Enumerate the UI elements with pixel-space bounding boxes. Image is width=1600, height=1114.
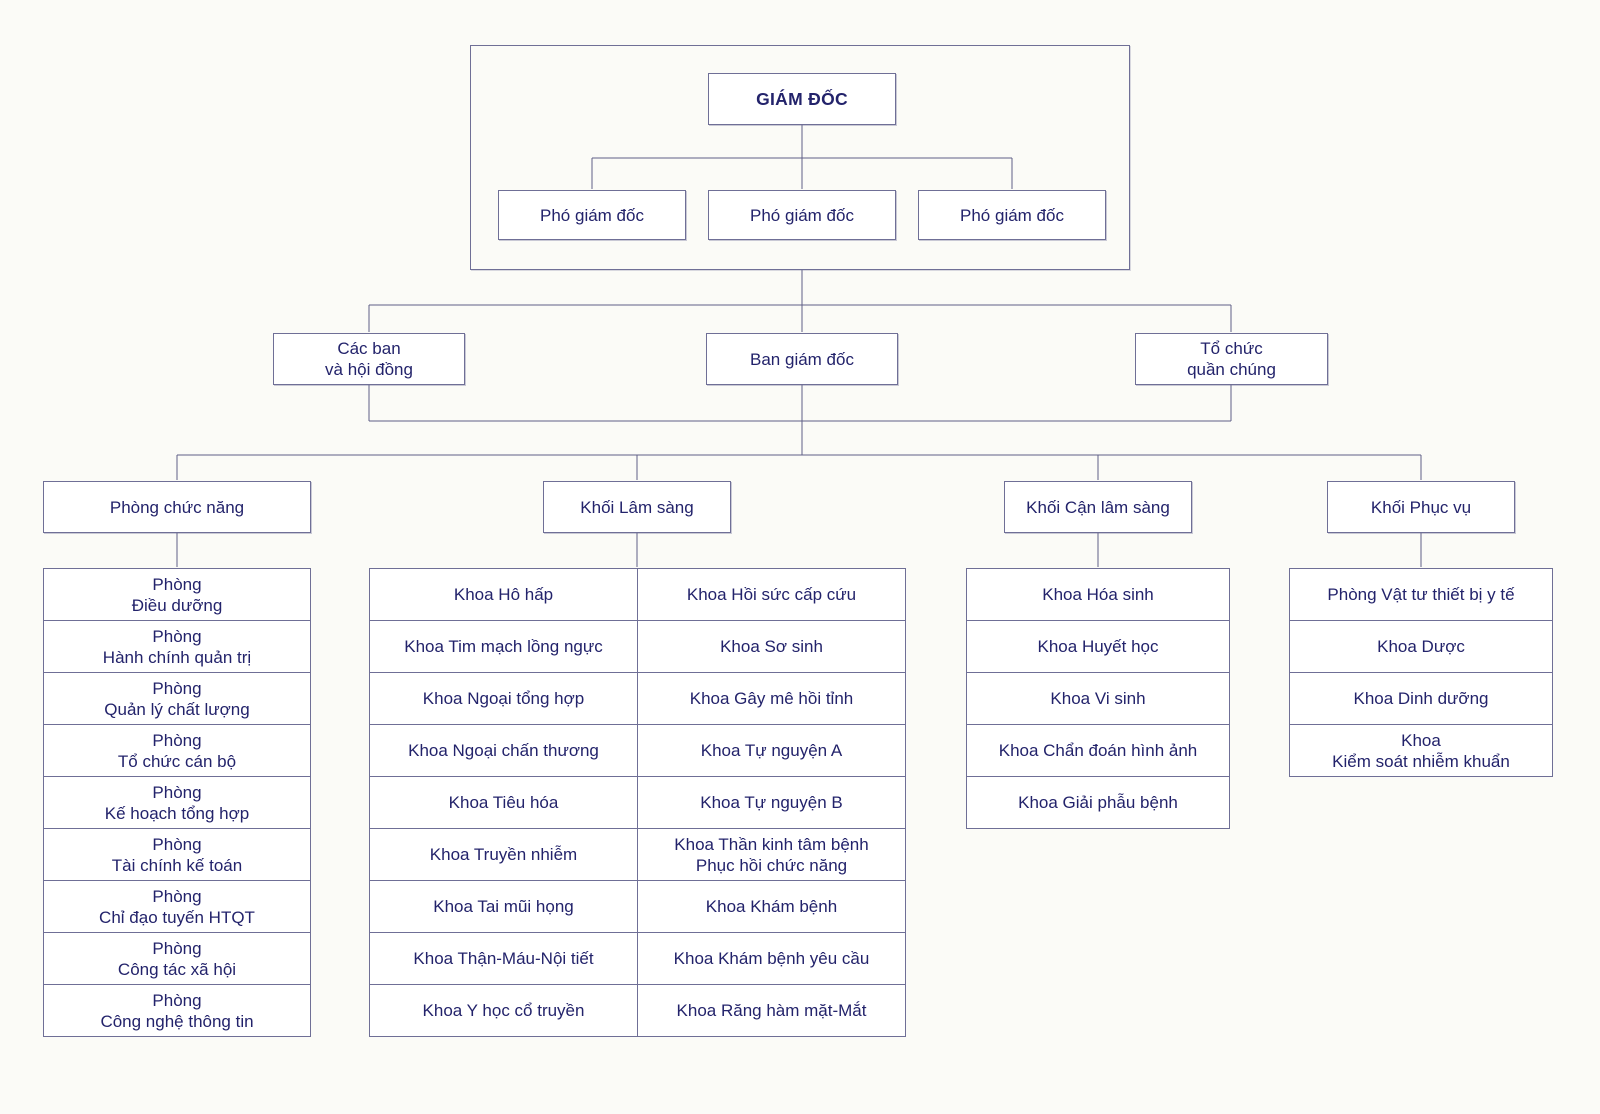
list-item: Phòng Tổ chức cán bộ bbox=[43, 724, 311, 777]
deputy-director-box-1: Phó giám đốc bbox=[498, 190, 686, 240]
clinical-list-right-column: Khoa Hồi sức cấp cứu Khoa Sơ sinh Khoa G… bbox=[637, 568, 906, 1037]
list-item: Khoa Tự nguyện A bbox=[637, 724, 906, 777]
list-item: Khoa Ngoại chấn thương bbox=[369, 724, 638, 777]
list-item: Khoa Sơ sinh bbox=[637, 620, 906, 673]
list-item: Khoa Hồi sức cấp cứu bbox=[637, 568, 906, 621]
director-box: GIÁM ĐỐC bbox=[708, 73, 896, 125]
list-item: Khoa Tai mũi họng bbox=[369, 880, 638, 933]
functional-offices-list: Phòng Điều dưỡng Phòng Hành chính quản t… bbox=[43, 568, 311, 1037]
list-item: Khoa Thần kinh tâm bệnh Phục hồi chức nă… bbox=[637, 828, 906, 881]
list-item: Khoa Ngoại tổng hợp bbox=[369, 672, 638, 725]
list-item: Khoa Vi sinh bbox=[966, 672, 1230, 725]
executive-group-frame bbox=[470, 45, 1130, 270]
paraclinical-list: Khoa Hóa sinh Khoa Huyết học Khoa Vi sin… bbox=[966, 568, 1230, 829]
list-item: Khoa Hô hấp bbox=[369, 568, 638, 621]
division-header-clinical: Khối Lâm sàng bbox=[543, 481, 731, 533]
mass-organizations-box: Tổ chức quần chúng bbox=[1135, 333, 1328, 385]
list-item: Phòng Vật tư thiết bị y tế bbox=[1289, 568, 1553, 621]
list-item: Khoa Chẩn đoán hình ảnh bbox=[966, 724, 1230, 777]
boards-councils-box: Các ban và hội đồng bbox=[273, 333, 465, 385]
list-item: Phòng Chỉ đạo tuyến HTQT bbox=[43, 880, 311, 933]
list-item: Khoa Kiểm soát nhiễm khuẩn bbox=[1289, 724, 1553, 777]
clinical-list-left-column: Khoa Hô hấp Khoa Tim mạch lồng ngực Khoa… bbox=[369, 568, 638, 1037]
division-header-services: Khối Phục vụ bbox=[1327, 481, 1515, 533]
list-item: Khoa Gây mê hồi tỉnh bbox=[637, 672, 906, 725]
list-item: Khoa Huyết học bbox=[966, 620, 1230, 673]
list-item: Khoa Dinh dưỡng bbox=[1289, 672, 1553, 725]
services-list: Phòng Vật tư thiết bị y tế Khoa Dược Kho… bbox=[1289, 568, 1553, 777]
board-of-directors-box: Ban giám đốc bbox=[706, 333, 898, 385]
list-item: Khoa Thận-Máu-Nội tiết bbox=[369, 932, 638, 985]
list-item: Phòng Công tác xã hội bbox=[43, 932, 311, 985]
list-item: Khoa Khám bệnh yêu cầu bbox=[637, 932, 906, 985]
list-item: Phòng Hành chính quản trị bbox=[43, 620, 311, 673]
list-item: Khoa Dược bbox=[1289, 620, 1553, 673]
list-item: Phòng Kế hoạch tổng hợp bbox=[43, 776, 311, 829]
deputy-director-box-3: Phó giám đốc bbox=[918, 190, 1106, 240]
list-item: Khoa Khám bệnh bbox=[637, 880, 906, 933]
list-item: Khoa Tự nguyện B bbox=[637, 776, 906, 829]
list-item: Phòng Tài chính kế toán bbox=[43, 828, 311, 881]
list-item: Khoa Hóa sinh bbox=[966, 568, 1230, 621]
list-item: Khoa Răng hàm mặt-Mắt bbox=[637, 984, 906, 1037]
list-item: Khoa Truyền nhiễm bbox=[369, 828, 638, 881]
list-item: Khoa Tim mạch lồng ngực bbox=[369, 620, 638, 673]
list-item: Phòng Công nghệ thông tin bbox=[43, 984, 311, 1037]
list-item: Khoa Y học cổ truyền bbox=[369, 984, 638, 1037]
division-header-paraclinical: Khối Cận lâm sàng bbox=[1004, 481, 1192, 533]
list-item: Phòng Điều dưỡng bbox=[43, 568, 311, 621]
list-item: Khoa Tiêu hóa bbox=[369, 776, 638, 829]
deputy-director-box-2: Phó giám đốc bbox=[708, 190, 896, 240]
list-item: Phòng Quản lý chất lượng bbox=[43, 672, 311, 725]
list-item: Khoa Giải phẫu bệnh bbox=[966, 776, 1230, 829]
division-header-functional-offices: Phòng chức năng bbox=[43, 481, 311, 533]
